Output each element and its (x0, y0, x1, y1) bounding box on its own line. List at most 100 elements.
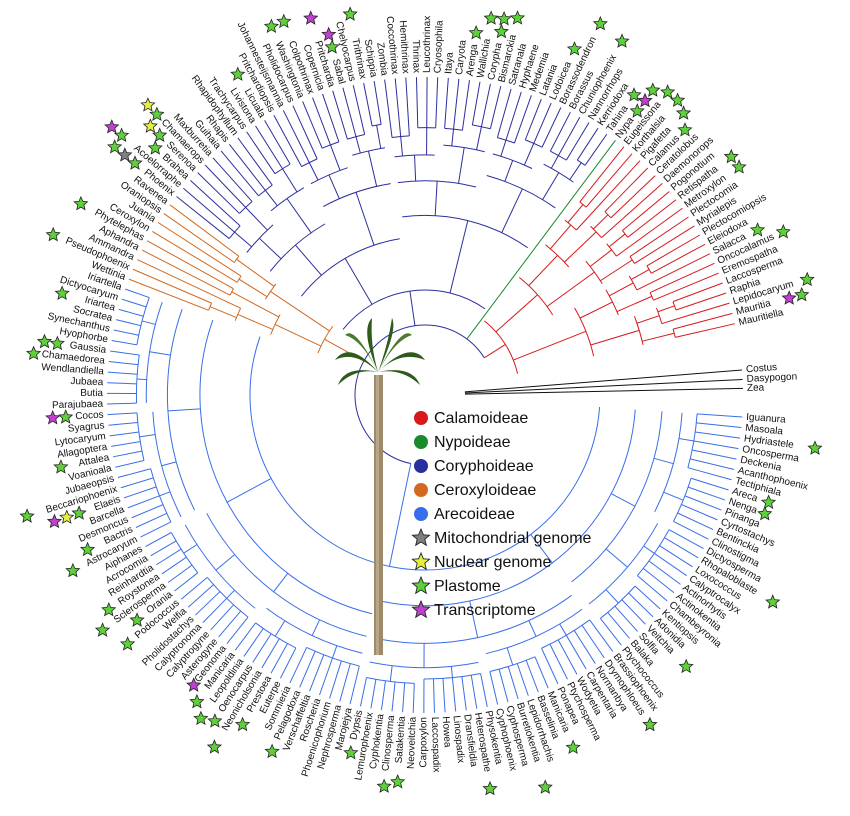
tip-branch (673, 520, 709, 540)
branch-arc (322, 183, 391, 208)
marker-legend-label: Transcriptome (434, 602, 536, 619)
internal-branch (308, 162, 319, 181)
tip-branch (109, 431, 139, 437)
tip-branch (109, 350, 140, 356)
internal-branch (609, 282, 634, 297)
branch-arc (228, 225, 241, 239)
internal-branch (328, 174, 340, 199)
internal-branch (589, 249, 612, 267)
branch-arc (229, 288, 234, 296)
tip-branch (329, 660, 342, 699)
tip-branch (496, 88, 512, 138)
branch-arc (145, 301, 163, 403)
tip-label: Carpoxylon (418, 717, 429, 768)
internal-branch (678, 437, 694, 442)
plastome-star-icon (765, 594, 781, 609)
tip-branch (549, 643, 568, 680)
tip-branch (187, 584, 214, 608)
tip-labels: IguanuraMasoalaHydriasteleOncospermaDeck… (41, 16, 809, 781)
tip-branch (405, 77, 410, 136)
tip-branch (435, 77, 439, 128)
plastome-star-icon (342, 6, 358, 21)
branch-arc (402, 214, 528, 249)
tip-branch (579, 146, 625, 203)
internal-branch (258, 237, 282, 260)
branch-arc (234, 307, 242, 321)
tip-branch (604, 167, 649, 213)
outgroup-branch (464, 378, 743, 394)
branch-arc (518, 276, 554, 316)
plastome-star-icon (114, 127, 130, 143)
plastome-star-icon (107, 139, 123, 154)
branch-arc (317, 325, 334, 354)
tip-branch (115, 319, 141, 327)
tip-branch (292, 105, 318, 160)
tip-branch (163, 213, 235, 263)
tip-branch (246, 131, 276, 174)
tip-branch (359, 677, 367, 707)
plastome-star-icon (206, 739, 223, 754)
tip-branch (352, 85, 366, 135)
internal-branch (183, 544, 198, 554)
branch-arc (579, 201, 587, 208)
tip-branch (107, 382, 137, 385)
tip-label: Cocos (75, 410, 104, 423)
transcriptome-star-icon (781, 290, 797, 305)
branch-arc (633, 315, 644, 345)
tip-branch (137, 259, 205, 292)
tip-branch (637, 575, 668, 602)
internal-branch (329, 144, 341, 171)
internal-branch (500, 140, 507, 157)
plastome-star-icon (642, 716, 658, 732)
tip-branch (415, 77, 419, 128)
internal-branch (434, 181, 438, 216)
tip-branch (384, 79, 393, 138)
tip-branch (650, 243, 706, 274)
tip-branch (622, 183, 663, 220)
tip-label: Thrinax (410, 40, 422, 74)
internal-branch (238, 278, 268, 298)
plastome-star-icon (675, 105, 692, 120)
internal-branch (523, 143, 535, 166)
tip-branch (261, 638, 280, 669)
plastome-star-icon (468, 24, 484, 40)
branch-arc (637, 529, 670, 576)
tip-branch (289, 647, 308, 684)
internal-branch (204, 290, 241, 309)
plastome-star-icon (629, 103, 645, 118)
tip-branch (135, 512, 168, 528)
branch-arc (150, 468, 172, 523)
tip-branch (243, 628, 264, 657)
tip-branch (131, 504, 164, 519)
internal-branch (530, 534, 553, 564)
tip-branch (157, 221, 242, 277)
tip-branch (533, 102, 552, 144)
clade-legend-label: Nypoideae (434, 434, 511, 451)
tip-branch (639, 207, 683, 240)
branch-arc (646, 265, 652, 274)
internal-branch (636, 276, 663, 291)
clade-swatch (414, 435, 428, 449)
internal-branch (546, 271, 595, 307)
tip-branch (111, 339, 137, 346)
marker-legend-label: Mitochondrial genome (434, 530, 592, 547)
internal-branch (149, 351, 171, 356)
plastome-star-icon (678, 658, 694, 674)
mito-star-icon (117, 147, 133, 162)
tip-branch (210, 604, 234, 631)
branch-arc (485, 608, 583, 655)
internal-branch (209, 306, 237, 319)
tip-branch (226, 616, 249, 645)
plastome-star-icon (79, 541, 96, 557)
tip-branch (684, 495, 722, 511)
tip-label: Hemithrinax (397, 20, 411, 74)
tip-branch (697, 413, 743, 418)
outgroup-label: Costus (746, 362, 778, 375)
tip-branch (118, 308, 144, 317)
tip-branch (662, 253, 711, 278)
internal-branch (663, 491, 684, 501)
internal-branch (528, 254, 558, 286)
tip-branch (237, 137, 273, 186)
plastome-star-icon (592, 15, 608, 31)
plastome-star-icon (660, 84, 676, 99)
